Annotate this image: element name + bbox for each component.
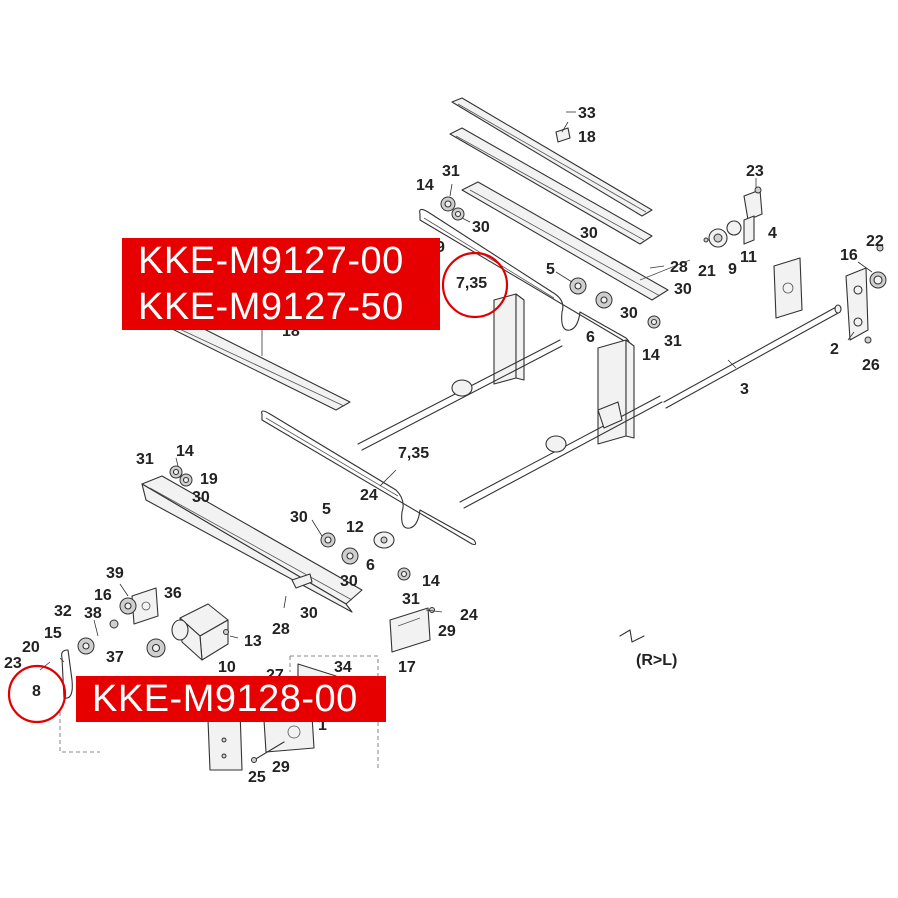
drive-pulleys xyxy=(61,597,166,699)
right-shaft xyxy=(663,304,842,409)
part-number-upper-1: KKE-M9127-00 xyxy=(138,240,404,282)
callout-2: 2 xyxy=(830,341,839,358)
callout-9: 9 xyxy=(728,261,737,278)
callout-5: 5 xyxy=(546,261,555,278)
upper-idlers xyxy=(440,196,661,329)
rear-plate xyxy=(773,257,803,319)
callout-19: 19 xyxy=(200,471,218,488)
callout-labels: 33 18 23 4 31 14 30 9 30 5 7,35 28 30 30… xyxy=(4,105,884,786)
bracket-4 xyxy=(743,186,763,245)
lower-belt xyxy=(261,410,477,546)
highlight-circle-upper xyxy=(441,251,509,319)
callout-29: 29 xyxy=(272,759,290,776)
right-bracket xyxy=(845,244,887,344)
direction-label: (R>L) xyxy=(636,652,678,669)
part-number-upper-2: KKE-M9127-50 xyxy=(138,286,404,328)
top-rail-upper xyxy=(451,97,653,217)
callout-28: 28 xyxy=(272,621,290,638)
callout-14: 14 xyxy=(422,573,440,590)
callout-11: 11 xyxy=(740,249,757,266)
callout-14: 14 xyxy=(416,177,434,194)
callout-16: 16 xyxy=(840,247,858,264)
callout-23: 23 xyxy=(746,163,764,180)
lower-side-frame xyxy=(141,475,363,613)
callout-26: 26 xyxy=(862,357,880,374)
callout-13: 13 xyxy=(244,633,262,650)
callout-3: 3 xyxy=(740,381,749,398)
callout-10: 10 xyxy=(218,659,236,676)
callout-31: 31 xyxy=(136,451,154,468)
pulley-group-right xyxy=(703,220,742,248)
callout-15: 15 xyxy=(44,625,62,642)
callout-30: 30 xyxy=(580,225,598,242)
callout-24: 24 xyxy=(360,487,378,504)
direction-arrow-icon xyxy=(619,629,645,643)
callout-29: 29 xyxy=(438,623,456,640)
callout-31: 31 xyxy=(402,591,420,608)
callout-22: 22 xyxy=(866,233,884,250)
lower-idlers xyxy=(169,465,411,581)
callout-7-35: 7,35 xyxy=(456,275,487,292)
motor xyxy=(171,603,229,661)
callout-6: 6 xyxy=(586,329,595,346)
upper-belt xyxy=(419,208,630,344)
callout-37: 37 xyxy=(106,649,124,666)
top-rail-lower xyxy=(449,127,653,245)
callout-21: 21 xyxy=(698,263,716,280)
callout-34: 34 xyxy=(334,659,352,676)
callout-31: 31 xyxy=(442,163,460,180)
callout-20: 20 xyxy=(22,639,40,656)
callout-23: 23 xyxy=(4,655,22,672)
callout-39: 39 xyxy=(106,565,124,582)
callout-14: 14 xyxy=(642,347,660,364)
fitting-18 xyxy=(555,111,576,143)
callout-8: 8 xyxy=(32,683,41,700)
mid-supports xyxy=(357,293,663,509)
leader-lines xyxy=(39,121,873,671)
upper-side-frame xyxy=(461,181,691,301)
callout-17: 17 xyxy=(398,659,416,676)
part-number-banner-upper: KKE-M9127-00 KKE-M9127-50 xyxy=(122,238,440,330)
callout-28: 28 xyxy=(670,259,688,276)
callout-24: 24 xyxy=(460,607,478,624)
callout-16: 16 xyxy=(94,587,112,604)
callout-33: 33 xyxy=(578,105,596,122)
callout-38: 38 xyxy=(84,605,102,622)
part-number-banner-lower: KKE-M9128-00 xyxy=(76,676,386,722)
callout-36: 36 xyxy=(164,585,182,602)
motor-bracket xyxy=(131,587,159,625)
bracket-17 xyxy=(389,607,435,653)
callout-4: 4 xyxy=(768,225,777,242)
callout-31: 31 xyxy=(664,333,682,350)
callout-32: 32 xyxy=(54,603,72,620)
callout-30: 30 xyxy=(192,489,210,506)
callout-18: 18 xyxy=(578,129,596,146)
callout-30: 30 xyxy=(290,509,308,526)
callout-1: 1 xyxy=(318,717,327,734)
lower-left-frame xyxy=(59,709,243,771)
callout-14: 14 xyxy=(176,443,194,460)
callout-5: 5 xyxy=(322,501,331,518)
callout-25: 25 xyxy=(248,769,266,786)
highlight-circle-lower xyxy=(7,664,67,724)
callout-12: 12 xyxy=(346,519,364,536)
callout-30: 30 xyxy=(620,305,638,322)
callout-30: 30 xyxy=(472,219,490,236)
callout-30: 30 xyxy=(340,573,358,590)
callout-30: 30 xyxy=(674,281,692,298)
callout-30: 30 xyxy=(300,605,318,622)
callout-6: 6 xyxy=(366,557,375,574)
callout-7-35: 7,35 xyxy=(398,445,429,462)
callout-9: 9 xyxy=(436,239,445,256)
